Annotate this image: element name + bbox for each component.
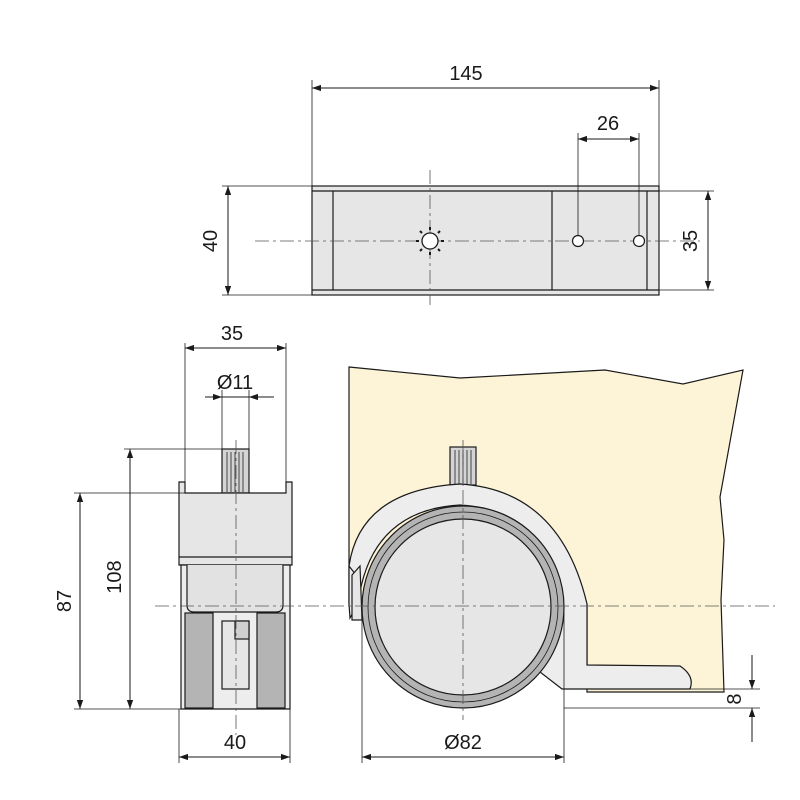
dim-stem-diameter: Ø11	[217, 372, 253, 394]
dim-side-width: 35	[221, 323, 243, 345]
dim-wheel-diameter: Ø82	[444, 732, 482, 754]
stem-socket-icon	[416, 227, 444, 255]
dim-floor-offset: 8	[724, 693, 746, 704]
wheel-right-side	[256, 612, 286, 709]
screw-hole-right-icon	[632, 234, 646, 248]
dim-top-hole-spacing: 26	[597, 113, 619, 135]
dim-total-height: 108	[104, 560, 126, 593]
dim-body-height: 87	[54, 590, 76, 612]
dim-base-width: 40	[224, 732, 246, 754]
mounted-view: Ø82 8	[155, 366, 775, 763]
front-view: 35 Ø11 108 87 40	[54, 323, 293, 763]
dim-top-width: 40	[200, 230, 222, 252]
dim-top-width-inner: 35	[680, 230, 702, 252]
screw-hole-left-icon	[571, 234, 585, 248]
top-plate-outline	[311, 185, 660, 296]
top-view: 145 26 40 35	[200, 63, 714, 305]
dim-top-length: 145	[449, 63, 482, 85]
wheel-left-side	[184, 612, 214, 709]
mounting-cup	[178, 481, 293, 566]
